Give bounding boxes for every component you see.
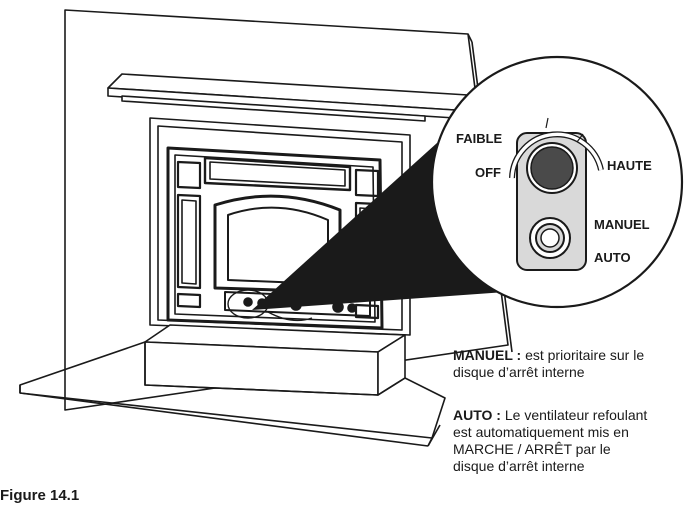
label-haute: HAUTE xyxy=(607,158,652,173)
hearth-step xyxy=(144,324,406,396)
note-auto-term: AUTO : xyxy=(453,407,501,423)
note-auto-text: Le ventilateur refoulant est automatique… xyxy=(453,407,648,474)
label-faible: FAIBLE xyxy=(456,131,503,146)
label-auto: AUTO xyxy=(594,250,631,265)
floor-hearth xyxy=(19,341,446,447)
label-off: OFF xyxy=(475,165,501,180)
note-auto: AUTO : Le ventilateur refoulant est auto… xyxy=(453,407,653,475)
note-manuel: MANUEL : est prioritaire sur le disque d… xyxy=(453,347,673,381)
note-manuel-text: est prioritaire sur le disque d’arrêt in… xyxy=(453,347,645,380)
mantel-shelf xyxy=(107,73,469,122)
control-panel xyxy=(509,117,604,271)
label-manuel: MANUEL xyxy=(594,217,650,232)
note-manuel-term: MANUEL : xyxy=(453,347,522,363)
figure-label: Figure 14.1 xyxy=(0,487,80,504)
